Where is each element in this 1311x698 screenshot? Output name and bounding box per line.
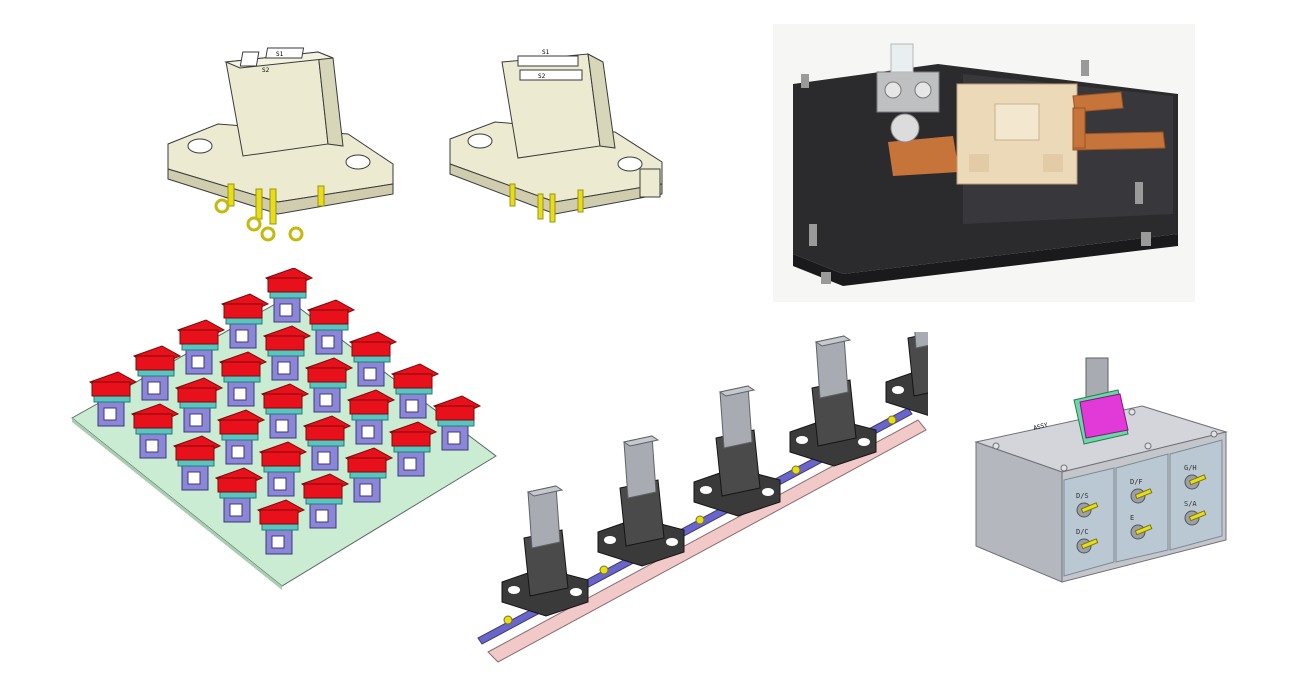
switch-unit <box>258 441 308 497</box>
test-box-plate-label: ASSY <box>1033 422 1049 432</box>
switch-unit <box>348 331 398 387</box>
connector-cad-model-a: S1 S2 <box>158 34 403 249</box>
test-fixture-photo <box>773 24 1195 302</box>
connector-a-top-label-2: S2 <box>262 67 270 74</box>
switch-unit <box>306 299 356 355</box>
connector-b-top-label-2: S2 <box>538 73 546 80</box>
housing-strip-cad-model <box>468 332 928 672</box>
terminal-label: G/H <box>1184 464 1197 472</box>
housing-unit <box>597 435 685 575</box>
switch-unit <box>214 467 264 523</box>
terminal-label: S/A <box>1184 500 1197 508</box>
switch-unit <box>264 268 314 323</box>
connector-b-top-label-1: S1 <box>542 49 550 56</box>
test-box-drawing: ASSY D/S D/F G/H D/C E S/A <box>974 357 1228 583</box>
switch-grid <box>88 268 482 555</box>
connector-a-gold-pins <box>214 183 325 242</box>
switch-unit <box>432 395 482 451</box>
switch-unit <box>302 415 352 471</box>
test-box-terminals: D/S D/F G/H D/C E S/A <box>1076 464 1207 554</box>
switch-unit <box>304 357 354 413</box>
switch-unit <box>346 389 396 445</box>
terminal-label: E <box>1130 514 1134 522</box>
connector-a-drawing: S1 S2 <box>167 47 394 242</box>
housing-strip-drawing <box>477 332 928 663</box>
switch-unit <box>344 447 394 503</box>
housing-unit <box>885 332 928 425</box>
terminal-label: D/F <box>1130 478 1143 486</box>
switch-unit <box>132 345 182 401</box>
switch-unit <box>256 499 306 555</box>
switch-array-drawing <box>71 268 497 590</box>
terminal-post: S/A <box>1184 500 1207 526</box>
terminal-post: E <box>1130 514 1153 540</box>
switch-unit <box>390 363 440 419</box>
connector-b-drawing: S1 S2 <box>449 49 663 223</box>
switch-unit <box>260 383 310 439</box>
housing-unit <box>789 335 877 475</box>
connector-cad-model-b: S1 S2 <box>440 44 670 244</box>
switch-unit <box>88 371 138 427</box>
test-fixture-illustration <box>773 24 1195 302</box>
switch-unit <box>172 435 222 491</box>
switch-unit <box>262 325 312 381</box>
switch-unit <box>388 421 438 477</box>
terminal-label: D/C <box>1076 528 1089 536</box>
housing-units <box>501 332 928 625</box>
switch-unit <box>130 403 180 459</box>
fixture-copper-tabs <box>1072 91 1166 151</box>
terminal-post: G/H <box>1184 464 1207 490</box>
switch-unit <box>176 319 226 375</box>
switch-unit <box>174 377 224 433</box>
housing-unit <box>693 385 781 525</box>
switch-unit <box>220 293 270 349</box>
housing-unit <box>501 485 589 625</box>
switch-unit <box>300 473 350 529</box>
switch-unit <box>218 351 268 407</box>
fixture-standoffs <box>801 60 1151 284</box>
terminal-post: D/S <box>1076 492 1099 518</box>
test-box-cad-model: ASSY D/S D/F G/H D/C E S/A <box>968 350 1233 590</box>
terminal-label: D/S <box>1076 492 1089 500</box>
connector-b-gold-pins <box>509 183 584 223</box>
terminal-post: D/C <box>1076 528 1099 554</box>
switch-unit <box>216 409 266 465</box>
terminal-post: D/F <box>1130 478 1153 504</box>
switch-array-cad-model <box>68 268 500 590</box>
connector-a-top-label-1: S1 <box>276 51 284 58</box>
